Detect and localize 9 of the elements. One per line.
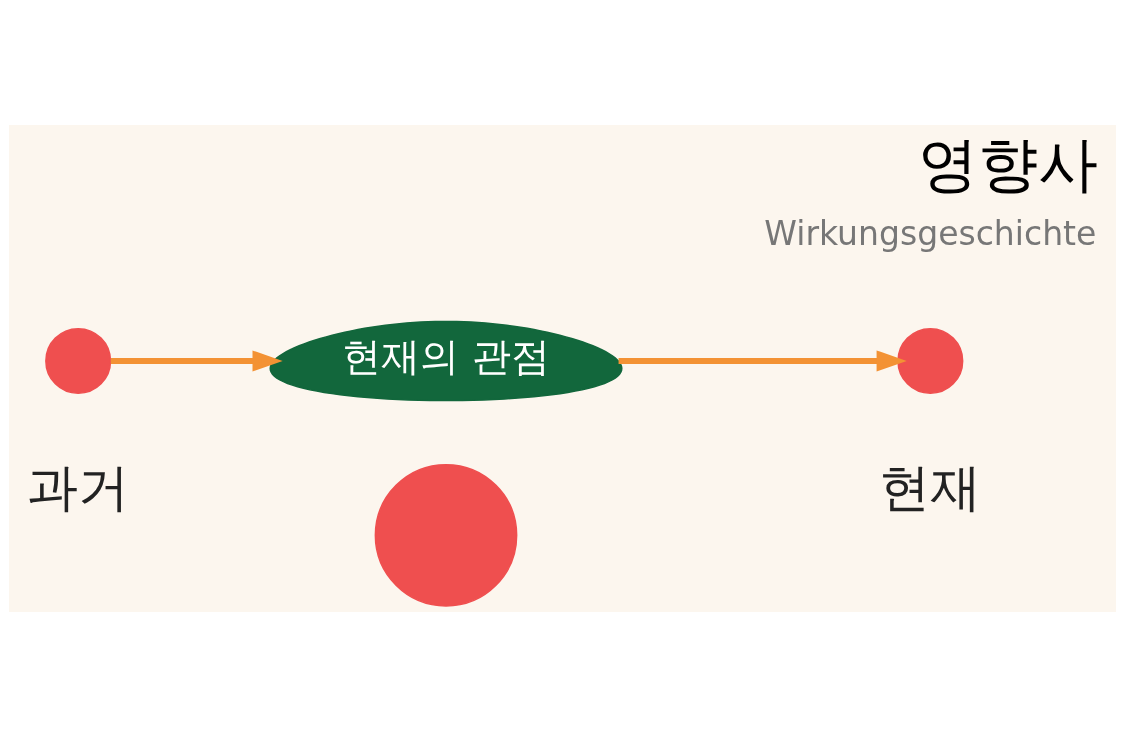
node-circle bbox=[897, 327, 964, 395]
node-circle bbox=[45, 327, 112, 395]
node-circle bbox=[374, 463, 518, 607]
arrow bbox=[618, 350, 907, 372]
diagram-title: 영향사 bbox=[917, 129, 1098, 200]
label: 과거 bbox=[27, 457, 130, 517]
label: Wirkungsgeschichte bbox=[764, 213, 1097, 253]
label: 현재 bbox=[879, 457, 982, 517]
arrow bbox=[110, 350, 283, 372]
